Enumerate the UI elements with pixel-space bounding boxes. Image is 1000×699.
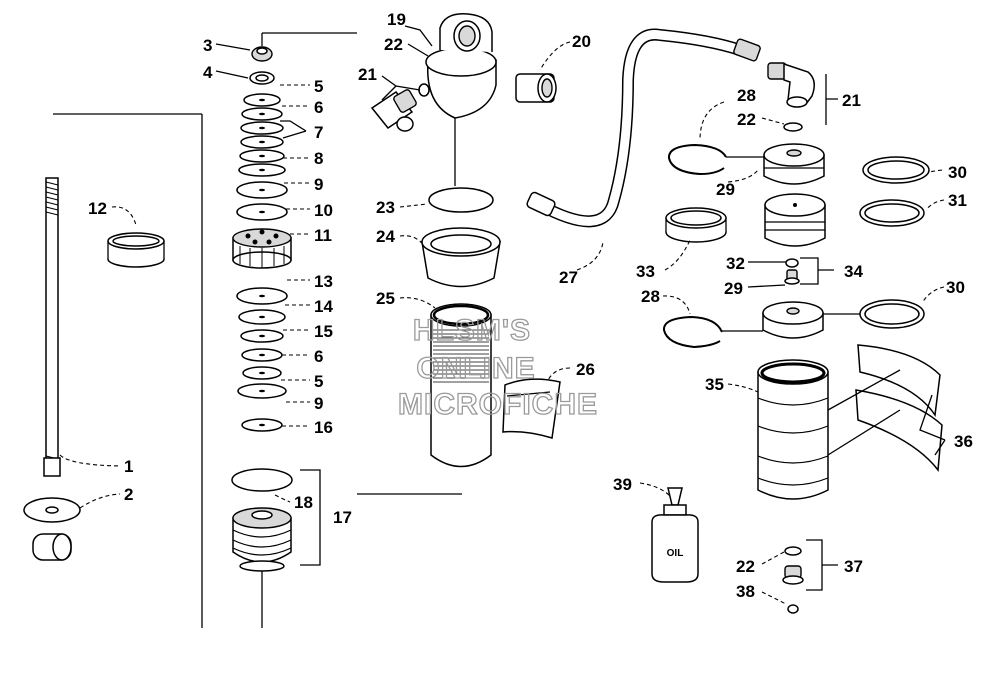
callout-39: 39	[613, 475, 632, 494]
part-bushing-ring	[107, 232, 165, 268]
part-valve	[784, 258, 800, 285]
callout-5b: 5	[314, 372, 323, 391]
callout-22a: 22	[384, 35, 403, 54]
callout-38: 38	[736, 582, 755, 601]
part-small-o-ring	[783, 122, 803, 132]
callout-6a: 6	[314, 98, 323, 117]
part-eyelet	[23, 497, 81, 561]
watermark: HLSM'S ONLINE MICROFICHE	[397, 313, 598, 421]
part-label-sticker	[502, 378, 561, 439]
watermark-line-1: HLSM'S	[413, 314, 531, 347]
part-piston	[232, 228, 292, 269]
callout-22c: 22	[736, 557, 755, 576]
part-end-cap-lower	[762, 301, 824, 339]
callout-16: 16	[314, 418, 333, 437]
watermark-line-3: MICROFICHE	[398, 388, 598, 421]
callout-29b: 29	[724, 279, 743, 298]
part-reservoir-body	[430, 303, 492, 468]
callout-12: 12	[88, 199, 107, 218]
callout-18: 18	[294, 493, 313, 512]
callout-14: 14	[314, 297, 333, 316]
part-washer-stack	[236, 46, 288, 221]
callout-5a: 5	[314, 77, 323, 96]
callout-4: 4	[203, 63, 213, 82]
callout-11: 11	[314, 226, 332, 245]
oil-bottle-label: OIL	[667, 548, 684, 559]
callout-20: 20	[572, 32, 591, 51]
part-band-ring	[665, 207, 727, 243]
part-decal-strips	[855, 344, 943, 472]
part-lower-washers	[236, 287, 288, 432]
callout-29a: 29	[716, 180, 735, 199]
callout-27: 27	[559, 268, 578, 287]
callout-7: 7	[314, 123, 323, 142]
watermark-line-2: ONLINE	[416, 352, 535, 385]
callout-9a: 9	[314, 175, 323, 194]
part-shaft	[43, 177, 61, 477]
callout-9b: 9	[314, 394, 323, 413]
callout-30a: 30	[948, 163, 967, 182]
part-floating-piston	[764, 193, 826, 247]
callout-labels: 3 4 5 6 7 8 9 10 11 13 14 15 6 5 9 16 18…	[88, 10, 973, 601]
part-right-elbow	[767, 62, 815, 108]
callout-17: 17	[333, 508, 352, 527]
callout-30b: 30	[946, 278, 965, 297]
callout-33: 33	[636, 262, 655, 281]
callout-25: 25	[376, 289, 395, 308]
part-cap	[515, 73, 557, 103]
callout-28a: 28	[737, 86, 756, 105]
part-reservoir-head	[418, 13, 497, 119]
callout-28b: 28	[641, 287, 660, 306]
part-elbow-fitting	[370, 89, 417, 132]
callout-34: 34	[844, 262, 863, 281]
part-end-cap-upper	[763, 143, 825, 185]
callout-15: 15	[314, 322, 333, 341]
part-seal-rings	[859, 156, 930, 329]
callout-8: 8	[314, 149, 323, 168]
callout-1: 1	[124, 457, 133, 476]
part-bumper	[421, 227, 501, 288]
callout-13: 13	[314, 272, 333, 291]
part-boot	[757, 359, 829, 500]
callout-35: 35	[705, 375, 724, 394]
part-seal-head	[231, 468, 293, 572]
part-o-ring	[428, 187, 494, 213]
callout-3: 3	[203, 36, 212, 55]
callout-22b: 22	[737, 110, 756, 129]
part-hose	[526, 28, 761, 228]
callout-21b: 21	[842, 91, 861, 110]
part-snap-ring-upper	[668, 143, 727, 176]
callout-6b: 6	[314, 347, 323, 366]
callout-24: 24	[376, 227, 395, 246]
leader-lines	[59, 25, 946, 605]
callout-21a: 21	[358, 65, 377, 84]
frame-lines	[53, 32, 462, 628]
part-oil-bottle	[651, 487, 699, 583]
callout-10: 10	[314, 201, 333, 220]
callout-32: 32	[726, 254, 745, 273]
part-snap-ring-lower	[663, 315, 723, 349]
part-bottom-fittings	[782, 546, 804, 614]
callout-36: 36	[954, 432, 973, 451]
callout-2: 2	[124, 485, 133, 504]
callout-37: 37	[844, 557, 863, 576]
callout-23: 23	[376, 198, 395, 217]
callout-19: 19	[387, 10, 406, 29]
callout-31: 31	[948, 191, 967, 210]
callout-26: 26	[576, 360, 595, 379]
